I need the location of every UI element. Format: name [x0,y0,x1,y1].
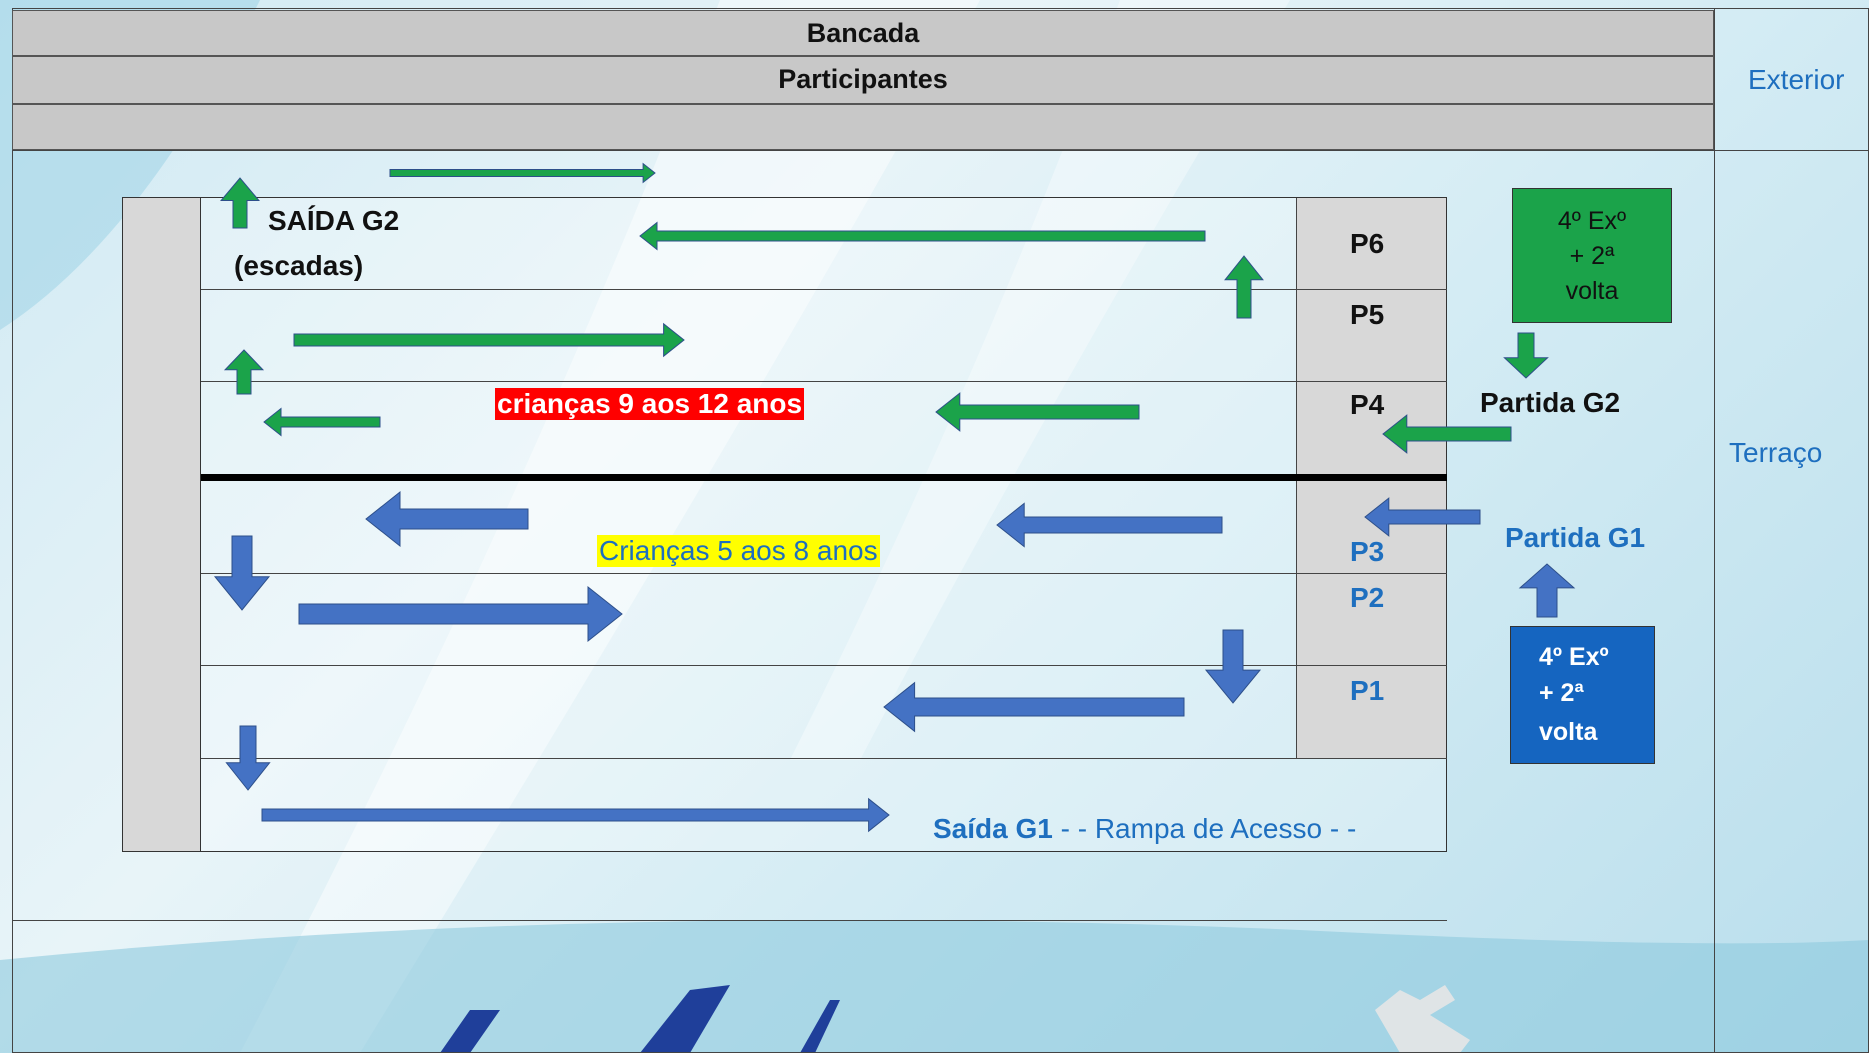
lane-line [201,573,1447,574]
arrow-right-icon [389,162,656,184]
arrow-left-icon [263,407,381,437]
lane-label-p5: P5 [1350,299,1385,330]
arrow-down-icon [213,535,271,611]
arrow-left-icon [935,392,1140,432]
g1-exercise-box: 4º Exº + 2ª volta [1510,626,1655,764]
lane-line [201,289,1447,290]
header-empty-row [12,104,1714,150]
arrow-right-icon [261,797,890,833]
arrow-right-icon [298,585,623,643]
header-bancada: Bancada [12,10,1714,56]
g2-exercise-box: 4º Exº + 2ª volta [1512,188,1672,323]
arrow-up-icon [220,177,260,229]
right-column-divider [1714,8,1715,1053]
lane-label-p2: P2 [1350,582,1385,613]
arrow-left-icon [996,502,1223,548]
lane-line [201,381,1447,382]
arrow-left-icon [1382,414,1512,454]
exterior-label: Exterior [1748,64,1845,95]
header-bottom-line [12,150,1869,151]
arrow-up-icon [1224,255,1264,319]
g2-box-line1: 4º Exº [1557,207,1627,235]
exit-g1-label: Saída G1 - - Rampa de Acesso - - [933,813,1356,845]
g1-age-label: Crianças 5 aos 8 anos [597,535,880,567]
arrow-right-icon [293,322,685,358]
arrow-up-icon [1518,563,1576,618]
arrow-down-icon [1204,629,1262,704]
arrow-left-icon [883,681,1185,733]
g1-box-line1: 4º Exº [1539,643,1609,671]
exit-g1-bold: Saída G1 [933,813,1053,844]
arrow-down-icon [1503,332,1549,379]
lane-line [201,665,1447,666]
arrow-down-icon [225,725,271,791]
lane-block-bottom [1296,481,1446,758]
arrow-left-icon [1364,497,1481,537]
lane-line [201,758,1447,759]
g2-box-line3: volta [1565,277,1619,305]
bottom-line [12,920,1447,921]
exit-g2-sublabel: (escadas) [234,250,364,281]
arrow-up-icon [223,349,265,395]
start-g2-label: Partida G2 [1480,387,1621,418]
header-participantes: Participantes [12,56,1714,104]
lane-label-p3: P3 [1350,536,1385,567]
exit-g2-label: SAÍDA G2 [268,205,400,236]
pool-outline [122,197,1447,852]
exit-g1-rest: - - Rampa de Acesso - - [1052,813,1357,844]
g1-box-line3: volta [1539,718,1598,746]
terraco-label: Terraço [1729,437,1823,468]
arrow-left-icon [365,490,529,548]
g2-box-line2: + 2ª [1569,242,1615,270]
lane-label-p4: P4 [1350,389,1385,420]
pool-left-edge [123,198,201,851]
arrow-left-icon [639,221,1206,251]
group-divider [201,474,1447,481]
lane-label-p6: P6 [1350,228,1385,259]
start-g1-label: Partida G1 [1505,522,1646,553]
lane-label-p1: P1 [1350,675,1385,706]
g1-box-line2: + 2ª [1539,679,1584,707]
g2-age-label: crianças 9 aos 12 anos [495,388,805,420]
